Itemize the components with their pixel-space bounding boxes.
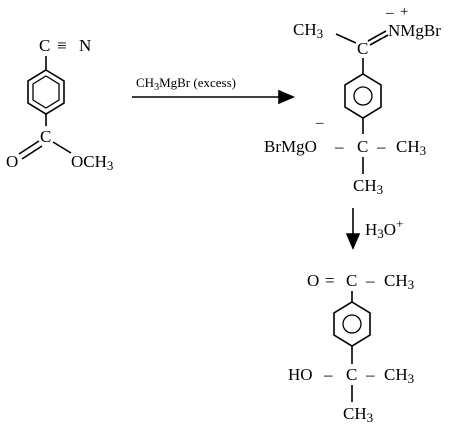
intermediate-ch3-right: CH3 bbox=[396, 137, 426, 158]
imine-carbon-label: C bbox=[357, 39, 368, 58]
bond-c-to-ch3-right: – bbox=[376, 137, 386, 156]
bond-c-to-och3 bbox=[52, 141, 72, 154]
arrow-1-head bbox=[278, 89, 296, 105]
carbonyl-double-bond-1 bbox=[18, 140, 40, 155]
product-molecule: O = C – CH3 HO – C – CH3 CH3 bbox=[288, 271, 414, 425]
intermediate-ch3-bottom: CH3 bbox=[353, 176, 383, 197]
reactant-molecule: C ≡ N C O OCH3 bbox=[6, 36, 113, 173]
bond-o-to-c: – bbox=[334, 137, 344, 156]
product-double-bond: = bbox=[325, 271, 335, 290]
product-ch3-low: CH3 bbox=[343, 404, 373, 425]
triple-bond-symbol: ≡ bbox=[57, 36, 67, 55]
benzene-inner-ring-reactant bbox=[32, 75, 60, 109]
benzene-ring-intermediate bbox=[344, 73, 382, 119]
product-bond-c-to-ch3-right: – bbox=[365, 365, 375, 384]
product-carbinol-carbon: C bbox=[346, 365, 357, 384]
product-hydroxyl-label: HO bbox=[288, 365, 313, 384]
product-ch3-right: CH3 bbox=[384, 365, 414, 386]
arrow-2-head bbox=[345, 233, 361, 251]
imine-double-bond-2 bbox=[369, 34, 389, 46]
imine-minus-charge: – bbox=[385, 5, 394, 21]
reaction-arrow-1: CH3MgBr (excess) bbox=[132, 75, 296, 105]
product-acetyl-ch3: CH3 bbox=[384, 271, 414, 292]
bond-ch3-to-imine-c bbox=[335, 33, 357, 44]
reagent-1-label: CH3MgBr (excess) bbox=[136, 75, 236, 93]
alkoxide-minus-charge: – bbox=[315, 115, 324, 131]
nitrile-carbon-label: C bbox=[39, 36, 50, 55]
aromatic-circle-intermediate bbox=[353, 86, 373, 106]
ester-carbonyl-oxygen: O bbox=[6, 152, 18, 171]
product-carbonyl-carbon: C bbox=[346, 271, 357, 290]
carbonyl-double-bond-2 bbox=[21, 145, 43, 160]
imine-plus-charge: + bbox=[400, 4, 408, 20]
quaternary-carbon-label: C bbox=[357, 137, 368, 156]
benzene-ring-product bbox=[333, 301, 371, 347]
intermediate-molecule: CH3 C – + NMgBr BrMgO – – C – CH3 CH3 bbox=[264, 4, 441, 197]
imine-double-bond-1 bbox=[367, 30, 387, 42]
product-carbonyl-oxygen: O bbox=[307, 271, 319, 290]
alkoxide-brmgo-label: BrMgO bbox=[264, 137, 317, 156]
nitrile-nitrogen-label: N bbox=[79, 36, 91, 55]
reaction-arrow-2: H3O+ bbox=[345, 208, 403, 251]
reagent-2-label: H3O+ bbox=[365, 216, 403, 241]
aromatic-circle-product bbox=[342, 314, 362, 334]
intermediate-ch3-left: CH3 bbox=[293, 20, 323, 41]
ester-carbon-label: C bbox=[40, 127, 51, 146]
ester-och3-label: OCH3 bbox=[71, 152, 113, 173]
product-bond-c-to-ch3: – bbox=[365, 271, 375, 290]
imine-nmgbr-label: NMgBr bbox=[388, 21, 441, 40]
product-bond-o-to-c: – bbox=[323, 365, 333, 384]
